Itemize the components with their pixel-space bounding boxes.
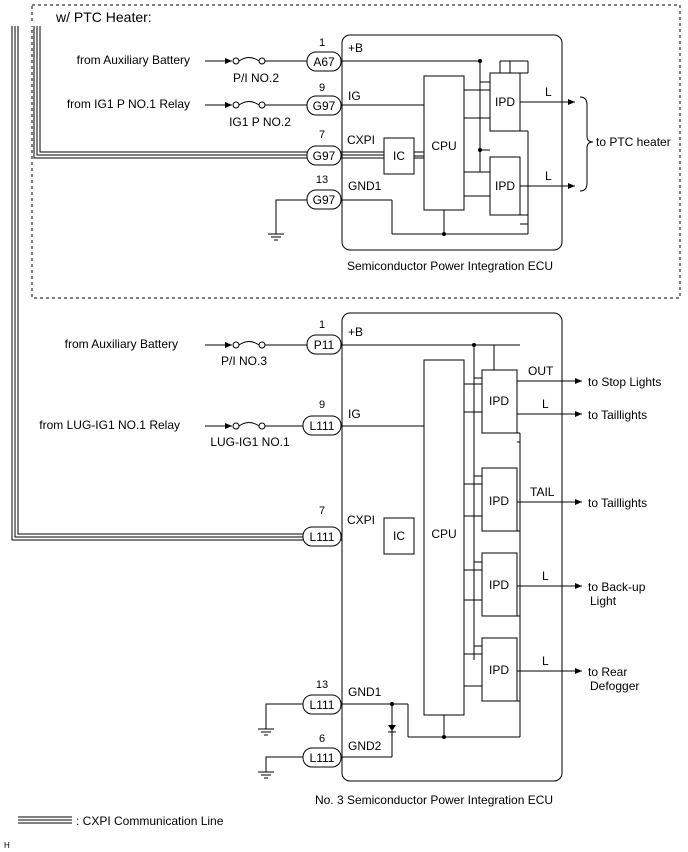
no3-fuse-lug-ig1-no1 [232,422,266,430]
no3-pin-1: 1 [319,319,325,331]
ptc-ipd-1 [489,72,521,132]
no3-ipd-4-label: IPD [489,663,509,677]
no3-ipd-3-label: IPD [489,578,509,592]
no3-internal-wiring [341,344,521,758]
ptc-pin-13: 13 [316,174,328,186]
ptc-ipd-2-label: IPD [495,179,515,193]
no3-connector-l111-cxpi-label: L111 [310,530,335,544]
ptc-cpu [423,75,465,211]
ptc-ic [383,137,415,175]
ptc-fuse-ig1-p-no2 [232,101,266,109]
no3-signal-ig: IG [348,407,361,421]
ptc-pin-9: 9 [319,82,325,94]
ptc-section-border [31,4,681,299]
ptc-ecu-label: Semiconductor Power Integration ECU [347,259,553,273]
no3-connector-l111-gnd1-label: L111 [310,698,335,712]
no3-from-aux-battery: from Auxiliary Battery [65,337,178,351]
no3-ipd-2 [481,467,518,532]
ptc-signal-b: +B [348,41,363,55]
no3-signal-b: +B [348,325,363,339]
no3-output-5-dest-2: Defogger [590,679,639,693]
ptc-internal-wiring [341,60,529,235]
no3-output-3-dest: to Taillights [588,496,647,510]
no3-fuse-pi-no3 [232,341,266,349]
ptc-signal-ig: IG [348,89,361,103]
no3-connector-l111-ig-label: L111 [310,419,335,433]
ptc-from-ig1-relay: from IG1 P NO.1 Relay [67,97,190,111]
ptc-output-2-label: L [545,169,552,183]
no3-ipd-3 [481,552,518,617]
no3-output-4-dest: to Back-up [588,580,646,594]
ptc-section-title: w/ PTC Heater: [55,9,152,25]
no3-output-2-label: L [542,397,549,411]
no3-cpu-label: CPU [431,527,456,541]
no3-pin-6: 6 [319,733,325,745]
ptc-output-1-label: L [545,85,552,99]
ptc-ground-symbol [268,199,307,241]
ptc-fuse-pi-no2 [232,57,266,65]
no3-ic [383,517,415,555]
no3-ipd-4 [481,637,518,702]
legend-cxpi-label: : CXPI Communication Line [76,814,224,828]
no3-output-4-label: L [542,569,549,583]
ptc-brace [579,96,594,192]
no3-connector-p11-label: P11 [314,338,335,352]
no3-output-4-dest-2: Light [590,594,617,608]
ptc-signal-cxpi: CXPI [347,133,375,147]
no3-output-5-label: L [542,654,549,668]
no3-pin-7: 7 [319,505,325,517]
no3-output-1-label: OUT [528,364,554,378]
no3-output-2-dest: to Taillights [588,408,647,422]
ptc-signal-gnd1: GND1 [348,179,382,193]
no3-ipd-1-label: IPD [489,394,509,408]
no3-connector-l111-gnd2-label: L111 [310,751,335,765]
ptc-ipd-1-label: IPD [495,95,515,109]
no3-signal-gnd2: GND2 [348,739,382,753]
ptc-connector-g97-gnd-label: G97 [313,193,336,207]
ptc-connector-g97-ig-label: G97 [313,99,336,113]
no3-ipd-2-label: IPD [489,494,509,508]
ptc-dest: to PTC heater [596,135,671,149]
no3-pin-13: 13 [316,679,328,691]
no3-from-lug-ig1-relay: from LUG-IG1 NO.1 Relay [39,418,180,432]
no3-output-3-label: TAIL [530,485,555,499]
no3-pin-9: 9 [319,399,325,411]
no3-ground-symbol-2 [258,756,303,779]
legend-cxpi-line-symbol [18,816,72,824]
ptc-fuse-label-2: IG1 P NO.2 [229,115,291,129]
no3-output-5-dest: to Rear [588,665,627,679]
no3-fuse-label-2: LUG-IG1 NO.1 [210,435,290,449]
ptc-pin-1: 1 [319,37,325,49]
no3-ground-symbol-1 [258,703,303,736]
no3-signal-cxpi: CXPI [347,513,375,527]
no3-ipd-1 [481,369,518,434]
no3-fuse-label-1: P/I NO.3 [221,354,267,368]
ptc-from-aux-battery: from Auxiliary Battery [77,53,190,67]
ptc-connector-g97-cxpi-label: G97 [313,149,336,163]
ptc-ic-label: IC [393,149,405,163]
ptc-connector-a67-label: A67 [313,55,335,69]
ptc-ipd-2 [489,156,521,216]
no3-ecu-label: No. 3 Semiconductor Power Integration EC… [315,793,553,807]
ptc-fuse-label-1: P/I NO.2 [233,71,279,85]
no3-signal-gnd1: GND1 [348,685,382,699]
cxpi-communication-line [11,25,424,541]
no3-cpu [423,359,465,716]
ptc-cpu-label: CPU [431,139,456,153]
no3-diode [388,725,396,733]
no3-output-1-dest: to Stop Lights [588,375,661,389]
corner-mark: H [4,841,10,850]
no3-ic-label: IC [393,529,405,543]
no3-connector-l111-cxpi [302,526,342,547]
ptc-pin-7: 7 [319,129,325,141]
